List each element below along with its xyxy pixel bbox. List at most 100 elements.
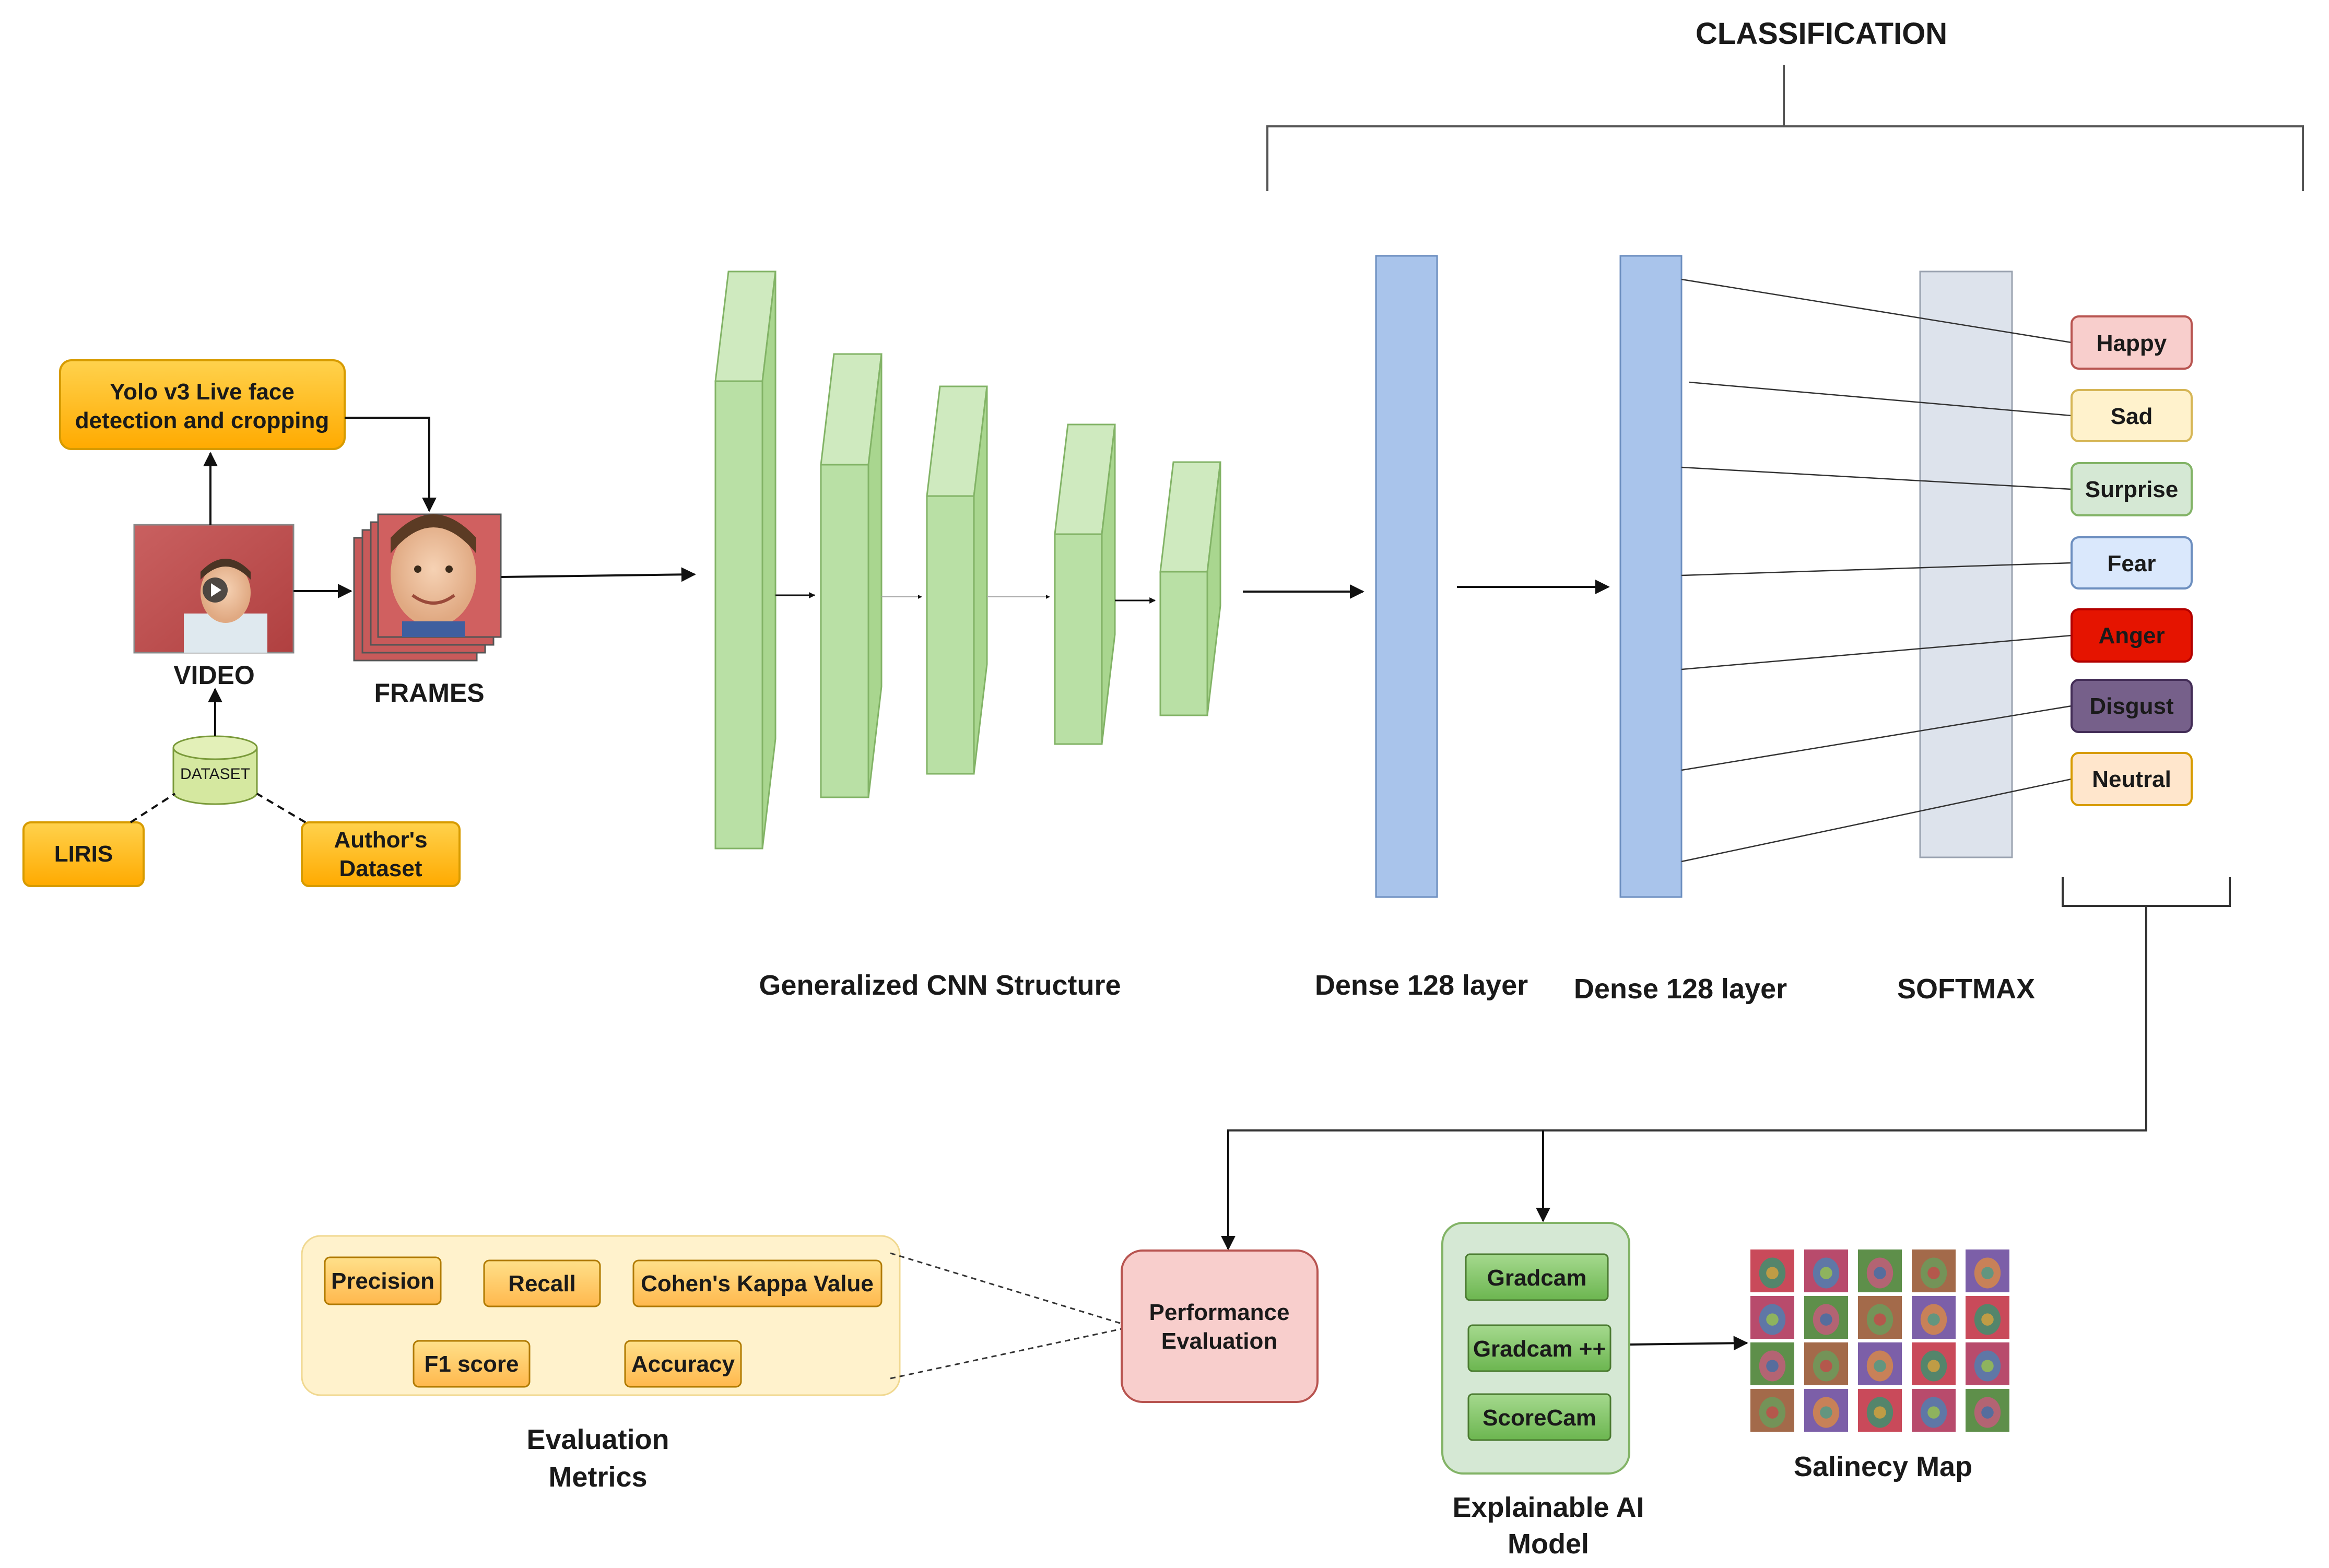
emotion-anger: Anger bbox=[2071, 608, 2193, 663]
emotion-disgust-box bbox=[2071, 679, 2193, 733]
emotion-disgust-label: Disgust bbox=[2089, 693, 2174, 719]
metric-precision: Precision bbox=[324, 1256, 442, 1305]
metrics-label-line-1: Evaluation bbox=[526, 1424, 669, 1455]
source-liris-label: LIRIS bbox=[54, 841, 113, 867]
xai-gradcam-plus-plus-label: Gradcam ++ bbox=[1473, 1336, 1606, 1362]
saliency-thumbnail bbox=[1804, 1389, 1848, 1432]
metrics-link-top bbox=[890, 1252, 1122, 1325]
yolo-box-line-1: Yolo v3 Live face bbox=[110, 379, 295, 405]
saliency-thumbnail bbox=[1858, 1249, 1902, 1292]
authors-to-dataset-link bbox=[256, 793, 307, 823]
dataset-cylinder: DATASET bbox=[172, 735, 258, 805]
saliency-thumbnail bbox=[1966, 1296, 2009, 1339]
video-label: VIDEO bbox=[173, 661, 255, 690]
classification-title: CLASSIFICATION bbox=[1696, 17, 1947, 51]
saliency-thumbnail bbox=[1750, 1249, 1794, 1292]
xai-scorecam: ScoreCam bbox=[1467, 1393, 1612, 1441]
yolo-box: Yolo v3 Live face detection and cropping bbox=[59, 359, 346, 450]
emotion-fear-box bbox=[2071, 536, 2193, 590]
dense-layer-2 bbox=[1619, 255, 1683, 898]
metric-f1-score: F1 score bbox=[413, 1340, 531, 1388]
source-authors-line-1: Author's bbox=[334, 827, 427, 853]
cnn-block-2 bbox=[820, 353, 883, 798]
cnn-block-3 bbox=[926, 385, 988, 775]
metric-cohens-kappa: Cohen's Kappa Value bbox=[632, 1259, 883, 1307]
cnn-block-4 bbox=[1054, 423, 1116, 745]
saliency-thumbnail bbox=[1912, 1249, 1956, 1292]
saliency-label: Salinecy Map bbox=[1794, 1451, 1972, 1482]
dense2-label: Dense 128 layer bbox=[1574, 973, 1787, 1005]
emotion-surprise: Surprise bbox=[2071, 462, 2193, 516]
metric-precision-label: Precision bbox=[331, 1268, 434, 1294]
saliency-thumbnail bbox=[1804, 1296, 1848, 1339]
saliency-thumbnail bbox=[1750, 1296, 1794, 1339]
source-liris: LIRIS bbox=[22, 821, 145, 887]
frames-to-cnn-arrow bbox=[501, 567, 696, 582]
emotion-surprise-label: Surprise bbox=[2085, 477, 2179, 502]
yolo-box-line-2: detection and cropping bbox=[75, 408, 329, 433]
softmax-label: SOFTMAX bbox=[1897, 973, 2035, 1005]
output-connections bbox=[1681, 278, 2072, 863]
saliency-thumbnail bbox=[1912, 1296, 1956, 1339]
source-authors-line-2: Dataset bbox=[339, 856, 422, 881]
performance-evaluation-box: Performance Evaluation bbox=[1121, 1249, 1319, 1403]
dataset-label: DATASET bbox=[180, 765, 250, 783]
frames-label: FRAMES bbox=[374, 678, 484, 708]
saliency-thumbnail bbox=[1912, 1389, 1956, 1432]
saliency-thumbnail bbox=[1912, 1342, 1956, 1385]
cnn-label: Generalized CNN Structure bbox=[759, 970, 1121, 1001]
saliency-thumbnail bbox=[1966, 1389, 2009, 1432]
emotion-happy-box bbox=[2071, 315, 2193, 370]
saliency-thumbnail bbox=[1858, 1296, 1902, 1339]
xai-label-line-2: Model bbox=[1508, 1528, 1589, 1560]
xai-gradcam-plus-plus: Gradcam ++ bbox=[1467, 1324, 1612, 1372]
metric-accuracy: Accuracy bbox=[624, 1340, 742, 1388]
saliency-thumbnail bbox=[1966, 1342, 2009, 1385]
frames-stack bbox=[353, 513, 502, 662]
saliency-thumbnail bbox=[1804, 1249, 1848, 1292]
emotion-fear-label: Fear bbox=[2108, 551, 2156, 576]
saliency-thumbnail bbox=[1966, 1249, 2009, 1292]
emotion-neutral-box bbox=[2071, 752, 2193, 806]
yolo-to-frames-arrow bbox=[345, 417, 437, 512]
dense1-label: Dense 128 layer bbox=[1315, 970, 1528, 1001]
xai-gradcam: Gradcam bbox=[1465, 1253, 1609, 1301]
xai-gradcam-label: Gradcam bbox=[1487, 1265, 1587, 1291]
metric-f1-score-label: F1 score bbox=[425, 1351, 519, 1377]
output-bracket bbox=[1227, 877, 2231, 1131]
emotion-neutral: Neutral bbox=[2071, 752, 2193, 806]
saliency-thumbnail bbox=[1858, 1389, 1902, 1432]
dense-layer-1 bbox=[1375, 255, 1438, 898]
metrics-label-line-2: Metrics bbox=[548, 1461, 647, 1493]
source-authors-dataset: Author's Dataset bbox=[301, 821, 461, 887]
emotion-happy-label: Happy bbox=[2097, 331, 2167, 356]
metric-recall: Recall bbox=[483, 1259, 601, 1307]
saliency-thumbnail bbox=[1750, 1389, 1794, 1432]
emotion-neutral-label: Neutral bbox=[2092, 767, 2171, 792]
saliency-thumbnail bbox=[1804, 1342, 1848, 1385]
saliency-thumbnail bbox=[1858, 1342, 1902, 1385]
video-thumbnail bbox=[133, 524, 295, 654]
metric-recall-label: Recall bbox=[508, 1271, 576, 1296]
emotion-sad-label: Sad bbox=[2111, 404, 2153, 429]
softmax-layer bbox=[1919, 270, 2013, 858]
emotion-sad: Sad bbox=[2071, 389, 2193, 442]
saliency-thumbnail bbox=[1750, 1342, 1794, 1385]
liris-to-dataset-link bbox=[130, 793, 176, 823]
metric-accuracy-label: Accuracy bbox=[631, 1351, 735, 1377]
cnn-block-5 bbox=[1159, 461, 1221, 716]
xai-scorecam-label: ScoreCam bbox=[1483, 1405, 1596, 1431]
classification-bracket bbox=[1266, 65, 2304, 191]
emotion-disgust: Disgust bbox=[2071, 679, 2193, 733]
cnn-block-1 bbox=[714, 270, 777, 850]
emotion-fear: Fear bbox=[2071, 536, 2193, 590]
xai-to-saliency-arrow bbox=[1630, 1336, 1748, 1351]
emotion-anger-box bbox=[2071, 608, 2193, 663]
performance-line-2: Evaluation bbox=[1161, 1328, 1278, 1354]
emotion-surprise-box bbox=[2071, 462, 2193, 516]
saliency-map-grid bbox=[1750, 1249, 2009, 1432]
emotion-anger-label: Anger bbox=[2098, 623, 2165, 649]
performance-line-1: Performance bbox=[1149, 1300, 1289, 1325]
